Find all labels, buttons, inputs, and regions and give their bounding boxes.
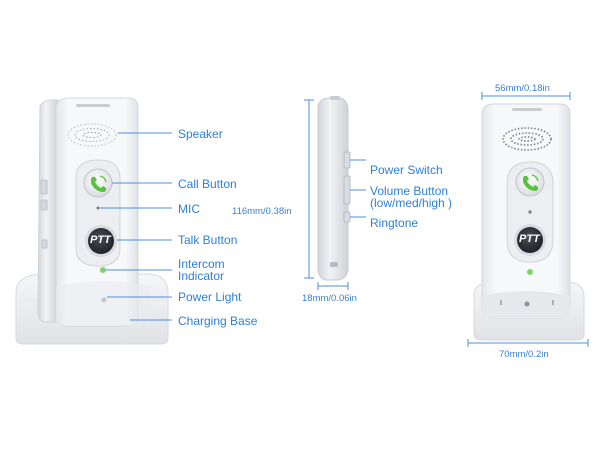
mic-label: MIC (178, 202, 200, 216)
height-dimension-label: 116mm/0.38in (232, 206, 292, 217)
front-device (15, 97, 169, 345)
charging-base-label: Charging Base (178, 314, 258, 328)
volume-button-label-2: (low/med/high ) (370, 196, 453, 210)
phone-icon (91, 175, 107, 192)
right-device (473, 103, 585, 341)
intercom-indicator-label-2: Indicator (178, 269, 225, 283)
speaker-grille-left (67, 123, 117, 147)
depth-dimension-label: 18mm/0.06in (302, 293, 357, 304)
intercom-indicator-label-1: Intercom (178, 257, 225, 271)
width-dimension-label: 56mm/0.18in (495, 83, 550, 94)
base-width-dimension-label: 70mm/0.2in (499, 349, 549, 360)
phone-icon-right (523, 174, 539, 191)
right-dimension-lines (467, 92, 589, 347)
mic-dot (96, 206, 100, 210)
side-dimension-lines (304, 99, 366, 290)
power-light-label: Power Light (178, 290, 242, 304)
ptt-label-front: PTT (90, 234, 111, 246)
intercom-indicator-light (100, 267, 106, 273)
call-button-label: Call Button (178, 177, 237, 191)
front-callout-lines (100, 132, 172, 321)
side-device (317, 96, 351, 281)
volume-button-label-1: Volume Button (370, 184, 449, 198)
ringtone-label: Ringtone (370, 216, 419, 230)
ptt-label-right: PTT (519, 233, 540, 245)
talk-button-label: Talk Button (178, 233, 238, 247)
speaker-label: Speaker (178, 127, 223, 141)
power-switch-label: Power Switch (370, 163, 443, 177)
